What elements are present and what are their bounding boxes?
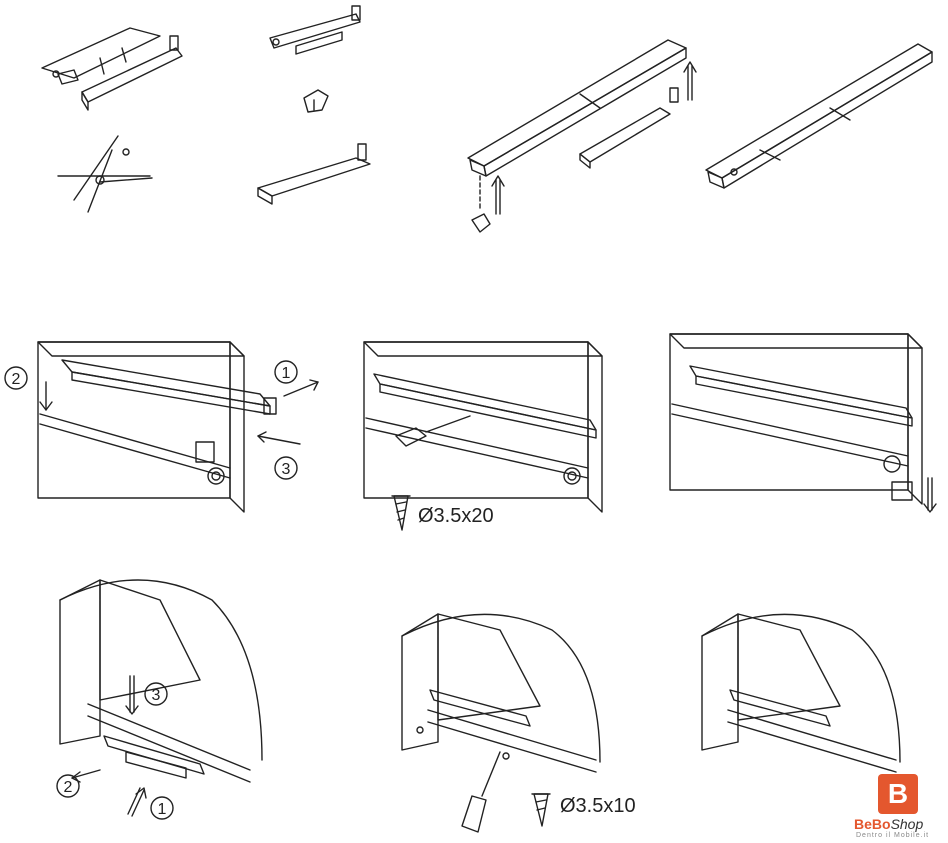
drawer-detail-b	[401, 613, 601, 773]
part-rail-short	[269, 5, 361, 55]
part-hinge-bracket	[41, 27, 183, 111]
arrow-icon	[923, 477, 937, 513]
step-number: 3	[152, 687, 161, 704]
circled-number-icon: 1	[150, 796, 174, 820]
circled-number-icon: 3	[144, 682, 168, 706]
brand-name: BeBoShop	[854, 816, 924, 832]
circled-number-icon: 2	[4, 366, 28, 390]
panel-step-a	[37, 341, 277, 513]
step-number: 1	[158, 801, 167, 818]
step-number: 2	[12, 371, 21, 388]
drawer-detail-a	[59, 579, 263, 817]
panel-step-c	[669, 333, 923, 505]
brand-tagline: Dentro il Mobile.it	[856, 832, 930, 839]
screw-spec-label: Ø3.5x10	[560, 795, 636, 817]
screw-icon	[391, 495, 411, 531]
step-arrows-a	[39, 379, 319, 445]
part-crossed-lines	[57, 135, 153, 213]
screwdriver-icon	[395, 415, 471, 447]
step-number: 3	[282, 461, 291, 478]
part-damper-bar	[257, 143, 371, 205]
circled-number-icon: 2	[56, 774, 80, 798]
drawer-detail-c	[701, 613, 901, 773]
panel-step-b	[363, 341, 603, 513]
brand-logo: B BeBoShop Dentro il Mobile.it	[852, 774, 948, 843]
part-slide-assembled	[705, 43, 933, 189]
brand-mark-icon: B	[878, 774, 918, 814]
circled-number-icon: 3	[274, 456, 298, 480]
circled-number-icon: 1	[274, 360, 298, 384]
step-number: 1	[282, 365, 291, 382]
screwdriver-icon	[461, 751, 501, 833]
step-number: 2	[64, 779, 73, 796]
screw-icon	[531, 793, 551, 827]
screw-spec-label: Ø3.5x20	[418, 505, 494, 527]
part-slide-assembly	[467, 39, 697, 233]
part-clip	[303, 89, 329, 113]
